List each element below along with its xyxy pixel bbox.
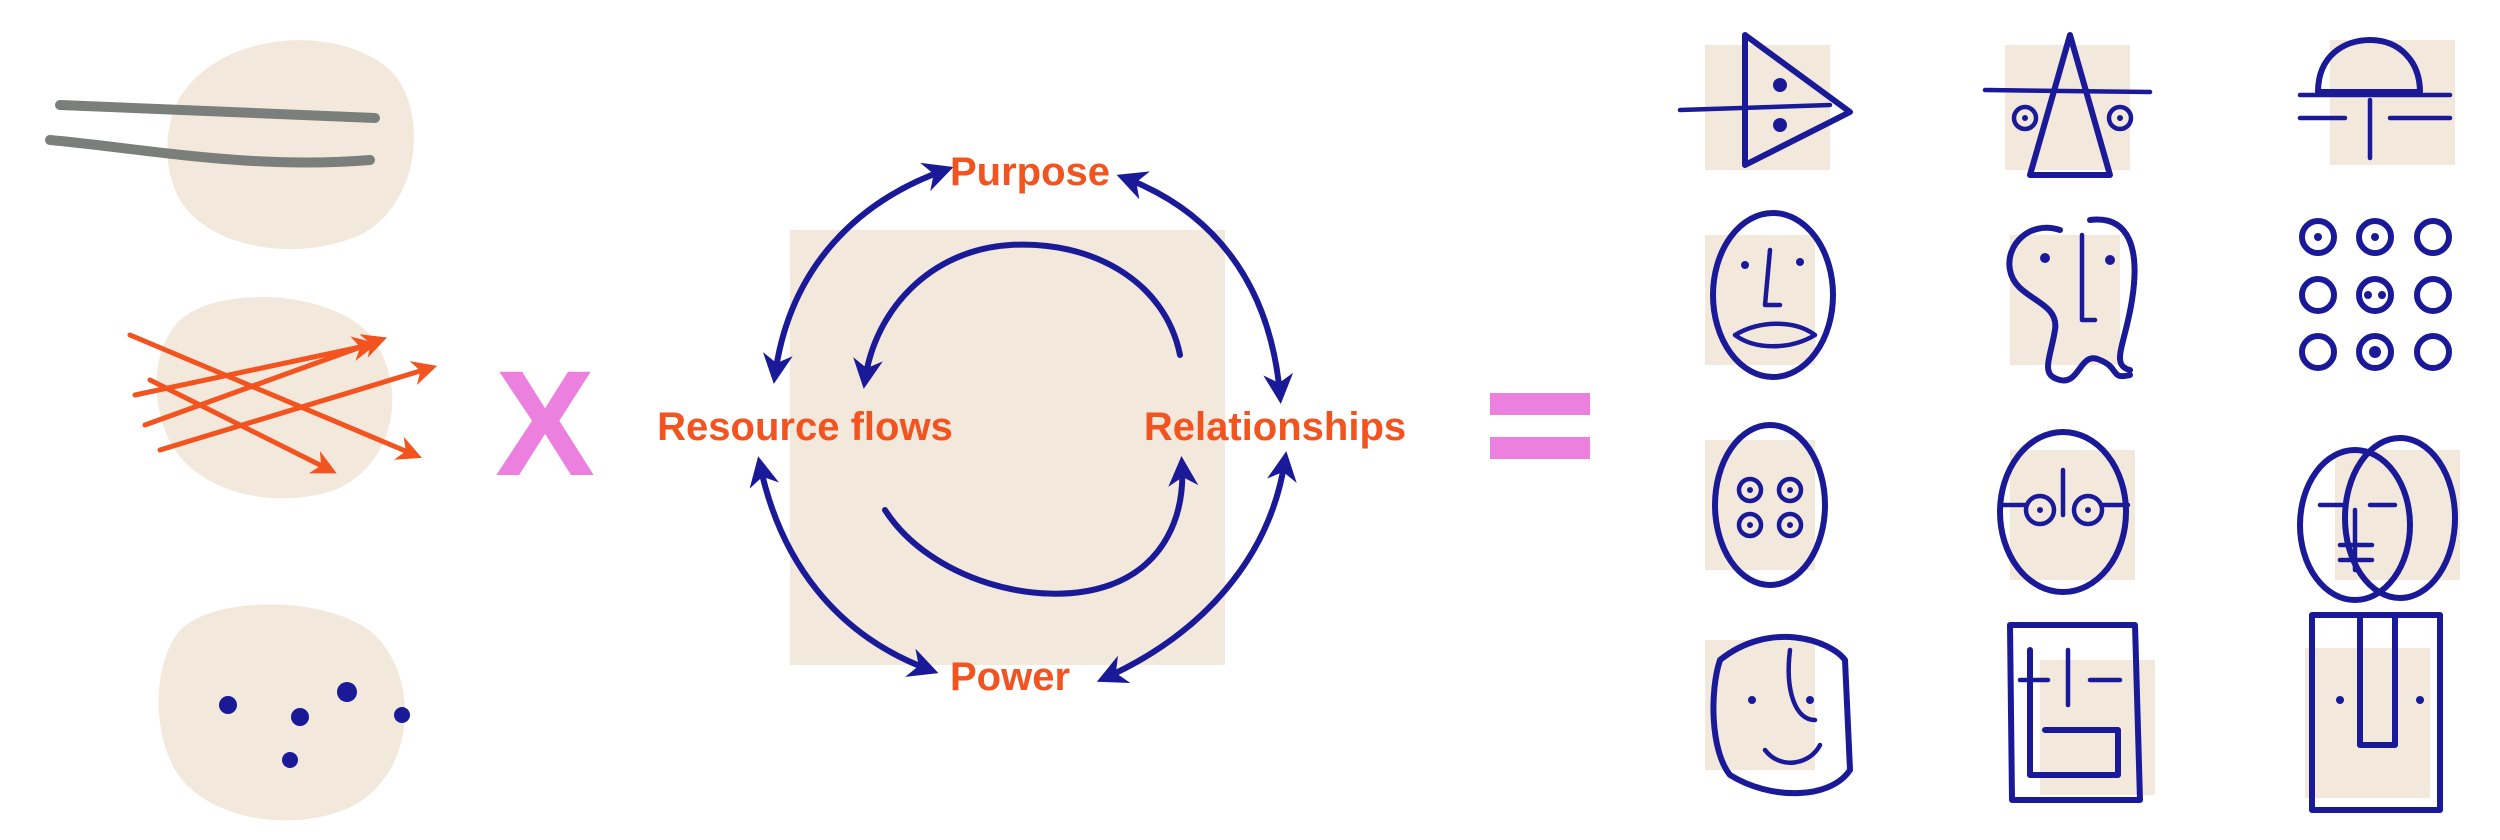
triangle-cross-face-icon bbox=[1982, 32, 2153, 178]
smile-face-icon bbox=[1705, 634, 1853, 797]
label-purpose: Purpose bbox=[950, 150, 1110, 194]
cycle-diagram: Purpose Relationships Power Resource flo… bbox=[657, 150, 1406, 699]
crossing-arrows-icon bbox=[127, 297, 438, 499]
triangle-arrow-face-icon bbox=[1677, 32, 1853, 170]
scattered-dots-icon bbox=[158, 604, 410, 821]
equals-symbol bbox=[1490, 393, 1590, 459]
oval-face-icon bbox=[1705, 210, 1836, 380]
wind-lines-icon bbox=[45, 40, 414, 250]
circle-grid-icon bbox=[2299, 218, 2452, 371]
glasses-face-icon bbox=[1997, 429, 2135, 595]
pillar-face-icon bbox=[2305, 612, 2443, 813]
label-power: Power bbox=[950, 655, 1070, 699]
label-relationships: Relationships bbox=[1144, 405, 1406, 449]
multiply-symbol: X bbox=[495, 339, 595, 507]
half-dome-face-icon bbox=[2297, 37, 2455, 165]
label-resource-flows: Resource flows bbox=[657, 405, 953, 449]
four-eye-face-icon bbox=[1705, 422, 1828, 588]
square-frame-face-icon bbox=[2007, 622, 2155, 803]
nose-profile-face-icon bbox=[2006, 216, 2138, 384]
double-face-icon bbox=[2297, 435, 2460, 603]
